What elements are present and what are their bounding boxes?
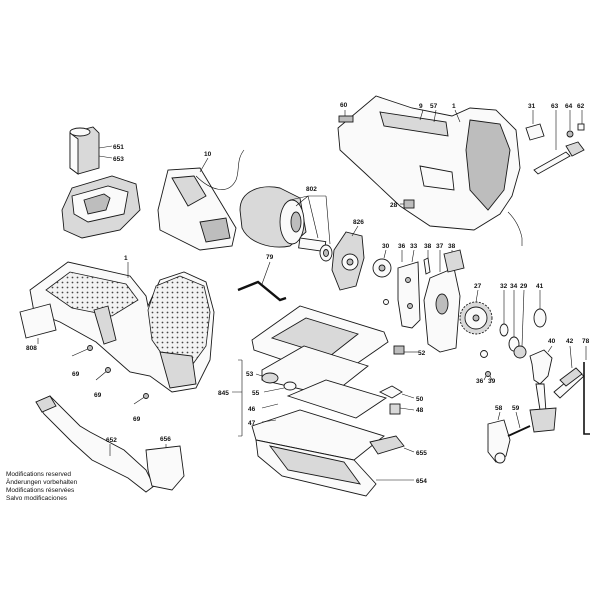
screws-69 — [71, 345, 149, 405]
label-27: 27 — [474, 283, 482, 290]
label-60: 60 — [340, 102, 348, 109]
label-9: 9 — [419, 103, 423, 110]
label-1-left: 1 — [124, 255, 128, 262]
base-plate-assembly — [251, 305, 389, 497]
label-58: 58 — [495, 405, 503, 412]
chip-guard — [145, 445, 185, 491]
label-47: 47 — [248, 420, 256, 427]
label-41: 41 — [536, 283, 544, 290]
label-826: 826 — [353, 219, 364, 226]
label-64: 64 — [565, 103, 573, 110]
label-652: 652 — [106, 437, 117, 444]
charger — [61, 175, 141, 239]
label-31: 31 — [528, 103, 536, 110]
label-59: 59 — [512, 405, 520, 412]
label-37: 37 — [436, 243, 444, 250]
label-651: 651 — [113, 144, 124, 151]
label-802: 802 — [306, 186, 317, 193]
label-33: 33 — [410, 243, 418, 250]
note-line-4: Salvo modificaciones — [6, 495, 68, 502]
housing-half-right — [337, 95, 523, 246]
label-38: 38 — [424, 243, 432, 250]
label-30: 30 — [382, 243, 390, 250]
battery-pack — [69, 126, 100, 175]
label-48: 48 — [416, 407, 424, 414]
housing-half-left — [29, 261, 215, 393]
label-655: 655 — [416, 450, 427, 457]
electronics-module — [157, 149, 245, 251]
label-29: 29 — [520, 283, 528, 290]
note-line-2: Änderungen vorbehalten — [6, 478, 78, 486]
label-79: 79 — [266, 254, 274, 261]
label-38-b: 38 — [448, 243, 456, 250]
label-50: 50 — [416, 396, 424, 403]
note-line-1: Modifications reserved — [6, 471, 71, 478]
label-32: 32 — [500, 283, 508, 290]
label-28: 28 — [390, 202, 398, 209]
label-57: 57 — [430, 103, 438, 110]
label-653: 653 — [113, 156, 124, 163]
label-654: 654 — [416, 478, 427, 485]
label-808: 808 — [26, 345, 37, 352]
label-63: 63 — [551, 103, 559, 110]
label-34: 34 — [510, 283, 518, 290]
label-39: 39 — [488, 378, 496, 385]
label-69-a: 69 — [72, 371, 80, 378]
label-55: 55 — [252, 390, 260, 397]
label-78: 78 — [582, 338, 590, 345]
label-656: 656 — [160, 436, 171, 443]
label-36-b: 36 — [476, 378, 484, 385]
gear-housing — [331, 231, 365, 291]
note-line-3: Modifications réservées — [6, 487, 75, 494]
modifications-note: Modifications reserved Änderungen vorbeh… — [6, 471, 78, 502]
label-845: 845 — [218, 390, 229, 397]
label-42: 42 — [566, 338, 574, 345]
label-69-b: 69 — [94, 392, 102, 399]
label-52: 52 — [418, 350, 426, 357]
label-69-c: 69 — [133, 416, 141, 423]
label-10: 10 — [204, 151, 212, 158]
label-36: 36 — [398, 243, 406, 250]
motor — [239, 186, 333, 262]
label-62: 62 — [577, 103, 585, 110]
label-1-top: 1 — [452, 103, 456, 110]
label-53: 53 — [246, 371, 254, 378]
label-46: 46 — [248, 406, 256, 413]
label-40: 40 — [548, 338, 556, 345]
